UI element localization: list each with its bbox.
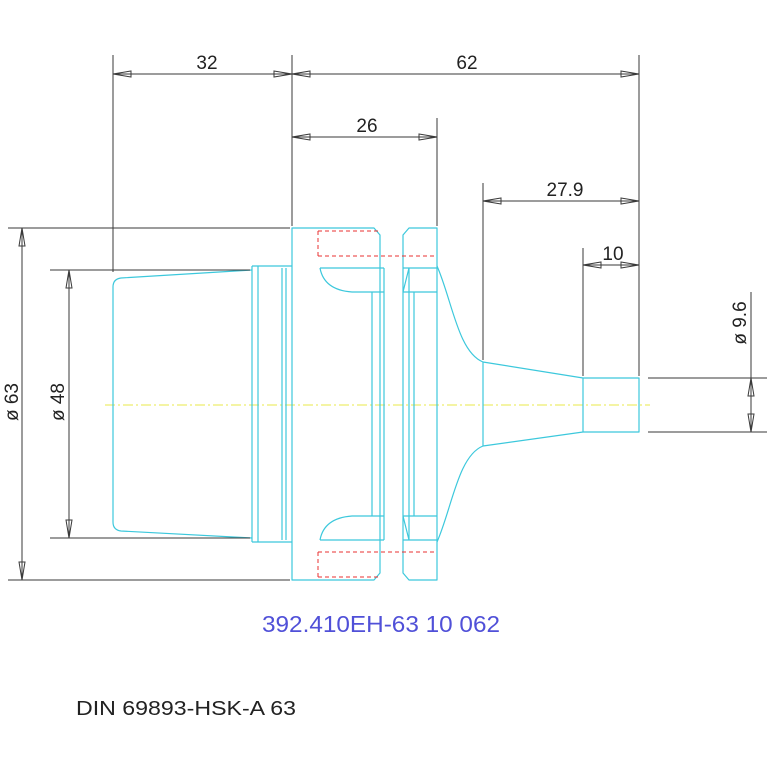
tool-holder-outline bbox=[112, 227, 640, 581]
dimension-32: 32 bbox=[112, 53, 293, 78]
keyway-bottom bbox=[319, 515, 437, 541]
dimension-10-label: 10 bbox=[602, 244, 623, 265]
dimension-27-9-label: 27.9 bbox=[547, 180, 584, 201]
hidden-lines bbox=[317, 230, 437, 578]
shank-collar bbox=[251, 265, 292, 543]
extension-lines bbox=[8, 55, 767, 581]
neck-profile bbox=[436, 265, 484, 543]
flange-rear bbox=[402, 227, 438, 581]
part-number: 392.410EH-63 10 062 bbox=[262, 611, 500, 637]
dimension-27-9: 27.9 bbox=[482, 180, 640, 205]
standard-designation: DIN 69893-HSK-A 63 bbox=[76, 698, 296, 720]
dimension-62-label: 62 bbox=[456, 53, 477, 74]
dimension-diameter-48: ø 48 bbox=[48, 269, 73, 539]
flange-front bbox=[291, 227, 381, 581]
flange-inner-lines bbox=[371, 268, 415, 540]
diameter-9-6-label: ø 9.6 bbox=[730, 301, 751, 344]
dimension-32-label: 32 bbox=[196, 53, 217, 74]
pilot-cylinder bbox=[583, 377, 640, 433]
dimension-26: 26 bbox=[291, 116, 438, 141]
dimension-diameter-63: ø 63 bbox=[2, 227, 26, 581]
dimension-10: 10 bbox=[582, 244, 640, 269]
keyway-top bbox=[319, 267, 437, 293]
taper-extension bbox=[482, 361, 584, 447]
dimension-62: 62 bbox=[291, 53, 640, 78]
dimension-26-label: 26 bbox=[356, 116, 377, 137]
dimension-diameter-9-6: ø 9.6 bbox=[730, 292, 755, 433]
hsk-taper-shank bbox=[112, 269, 253, 539]
diameter-63-label: ø 63 bbox=[2, 383, 23, 421]
diameter-48-label: ø 48 bbox=[48, 383, 69, 421]
